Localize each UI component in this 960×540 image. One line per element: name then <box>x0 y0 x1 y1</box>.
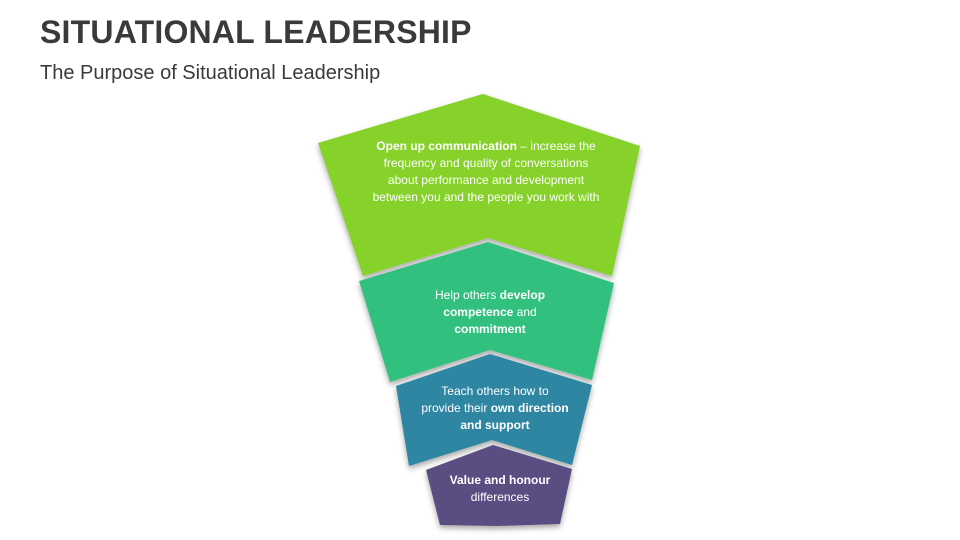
slide-title: SITUATIONAL LEADERSHIP <box>40 14 472 50</box>
segment-text-part: commitment <box>454 322 526 336</box>
segment-text-part: own direction and support <box>460 401 569 432</box>
segment-text-part: – increase the frequency and quality of … <box>372 139 600 204</box>
funnel-segment-open-communication <box>318 94 640 276</box>
funnel-segment-develop-others <box>359 242 614 382</box>
funnel-segment-text-value-differences: Value and honour differences <box>438 472 562 506</box>
funnel-segment-text-open-communication: Open up communication – increase the fre… <box>370 138 602 206</box>
slide-subtitle: The Purpose of Situational Leadership <box>40 62 381 84</box>
funnel-segment-provide-direction <box>396 354 592 466</box>
segment-text-part: develop competence <box>443 288 546 319</box>
segment-text-part: Teach others how to provide their <box>421 384 549 415</box>
segment-text-part: Value and honour <box>449 473 551 487</box>
segment-text-part: and <box>513 305 537 319</box>
segment-text-part: differences <box>470 490 530 504</box>
segment-text-part: Open up communication <box>376 139 517 153</box>
funnel-segment-text-develop-others: Help others develop competence and commi… <box>410 287 570 338</box>
funnel-segment-text-provide-direction: Teach others how to provide their own di… <box>420 383 570 434</box>
funnel-segment-value-differences <box>426 445 572 526</box>
segment-text-part: Help others <box>434 288 500 302</box>
